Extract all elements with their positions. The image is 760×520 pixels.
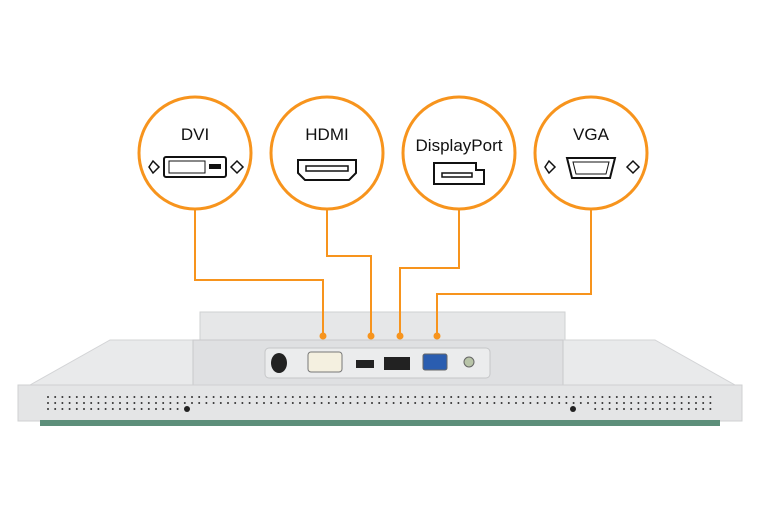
dvi-port-icon	[148, 156, 245, 178]
dvi-port	[307, 351, 343, 373]
power-jack	[271, 353, 287, 373]
vga-port	[422, 353, 448, 371]
callout-dvi	[137, 95, 253, 211]
vga-port-icon	[544, 157, 641, 179]
monitor-rear	[17, 311, 743, 426]
callout-displayport	[401, 95, 517, 211]
hdmi-port-icon	[297, 159, 357, 181]
leader-lines	[194, 210, 592, 335]
audio-jack	[463, 356, 475, 368]
callout-hdmi	[269, 95, 385, 211]
hdmi-port	[356, 360, 374, 368]
vent-holes	[47, 396, 712, 410]
displayport-port	[384, 357, 410, 370]
displayport-icon	[433, 162, 485, 185]
callout-vga	[533, 95, 649, 211]
label-hdmi: HDMI	[305, 125, 349, 144]
label-displayport: DisplayPort	[415, 136, 503, 155]
label-vga: VGA	[573, 125, 609, 144]
label-dvi: DVI	[180, 125, 210, 144]
